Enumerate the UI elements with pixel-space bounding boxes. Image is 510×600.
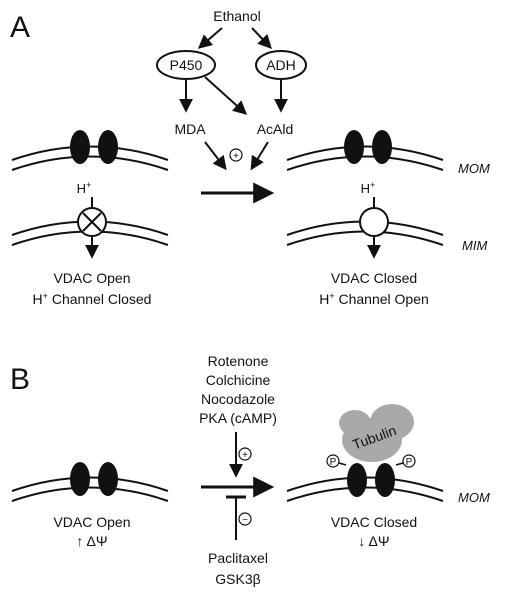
plus-sign-icon-b: [238, 447, 252, 461]
minus-sign-text: −: [242, 515, 248, 526]
p450-to-acald-arrow: [204, 76, 248, 115]
mom-label-b: MOM: [458, 490, 490, 505]
phospho-left-icon: [326, 454, 340, 468]
vdac-open-right-a: [98, 130, 118, 164]
mom-label-a: MOM: [458, 161, 490, 176]
inducer-rotenone: Rotenone: [208, 353, 269, 369]
right-state-line2-b: ↓ ΔΨ: [358, 533, 389, 549]
acald-convergence-arrow: [250, 141, 269, 171]
minus-sign-icon: [238, 512, 252, 526]
vdac-open-left-a: [70, 130, 90, 164]
vdac-closed-right-b: [375, 463, 395, 497]
ethanol-to-p450-arrow: [197, 27, 223, 49]
phospho-right-text: P: [406, 457, 413, 468]
phospho-right-icon: [402, 454, 416, 468]
acald-label: AcAld: [257, 121, 294, 137]
vdac-open-right-b: [98, 462, 118, 496]
vdac-open-left-b: [70, 462, 90, 496]
panel-a-label: A: [10, 11, 30, 44]
vdac-closed-left-a: [344, 130, 364, 164]
plus-sign-text: +: [233, 151, 239, 162]
mda-label: MDA: [174, 121, 206, 137]
right-state-line1-a: VDAC Closed: [331, 270, 417, 286]
vdac-closed-right-a: [372, 130, 392, 164]
left-state-line2-b: ↑ ΔΨ: [76, 533, 107, 549]
ethanol-label: Ethanol: [213, 8, 260, 24]
left-outer-membrane: [11, 130, 169, 171]
proton-label-left: H+: [77, 180, 92, 196]
ethanol-to-adh-arrow: [251, 27, 272, 50]
p450-node: [156, 50, 216, 80]
right-state-line1-b: VDAC Closed: [331, 514, 417, 530]
left-state-line2-a: H+ Channel Closed: [33, 291, 152, 307]
vdac-closed-left-b: [347, 463, 367, 497]
inhibitor-gsk3b: GSK3β: [215, 571, 260, 587]
inhibitor-paclitaxel: Paclitaxel: [208, 550, 268, 566]
open-proton-channel: [359, 207, 389, 237]
inducer-pka: PKA (cAMP): [199, 410, 277, 426]
mim-label: MIM: [462, 238, 487, 253]
right-outer-membrane: [286, 130, 444, 171]
left-state-line1-b: VDAC Open: [53, 514, 130, 530]
right-state-line2-a: H+ Channel Open: [319, 291, 429, 307]
proton-label-right: H+: [361, 180, 376, 196]
adh-label: ADH: [266, 57, 296, 73]
tubulin-blob: [339, 404, 414, 462]
right-outer-membrane-b: [286, 463, 444, 502]
inducer-colchicine: Colchicine: [206, 372, 271, 388]
phospho-left-text: P: [330, 457, 337, 468]
panel-b-label: B: [10, 363, 30, 396]
inducer-nocodazole: Nocodazole: [201, 391, 275, 407]
plus-sign-icon: [229, 148, 243, 162]
left-state-line1-a: VDAC Open: [53, 270, 130, 286]
closed-x-stroke-2: [82, 212, 102, 232]
mda-convergence-arrow: [204, 141, 227, 171]
plus-sign-text-b: +: [242, 450, 248, 461]
adh-node: [255, 50, 307, 80]
left-outer-membrane-b: [11, 462, 169, 502]
phospho-link-right: [395, 462, 404, 466]
phospho-link-left: [338, 462, 347, 466]
p450-label: P450: [170, 57, 203, 73]
